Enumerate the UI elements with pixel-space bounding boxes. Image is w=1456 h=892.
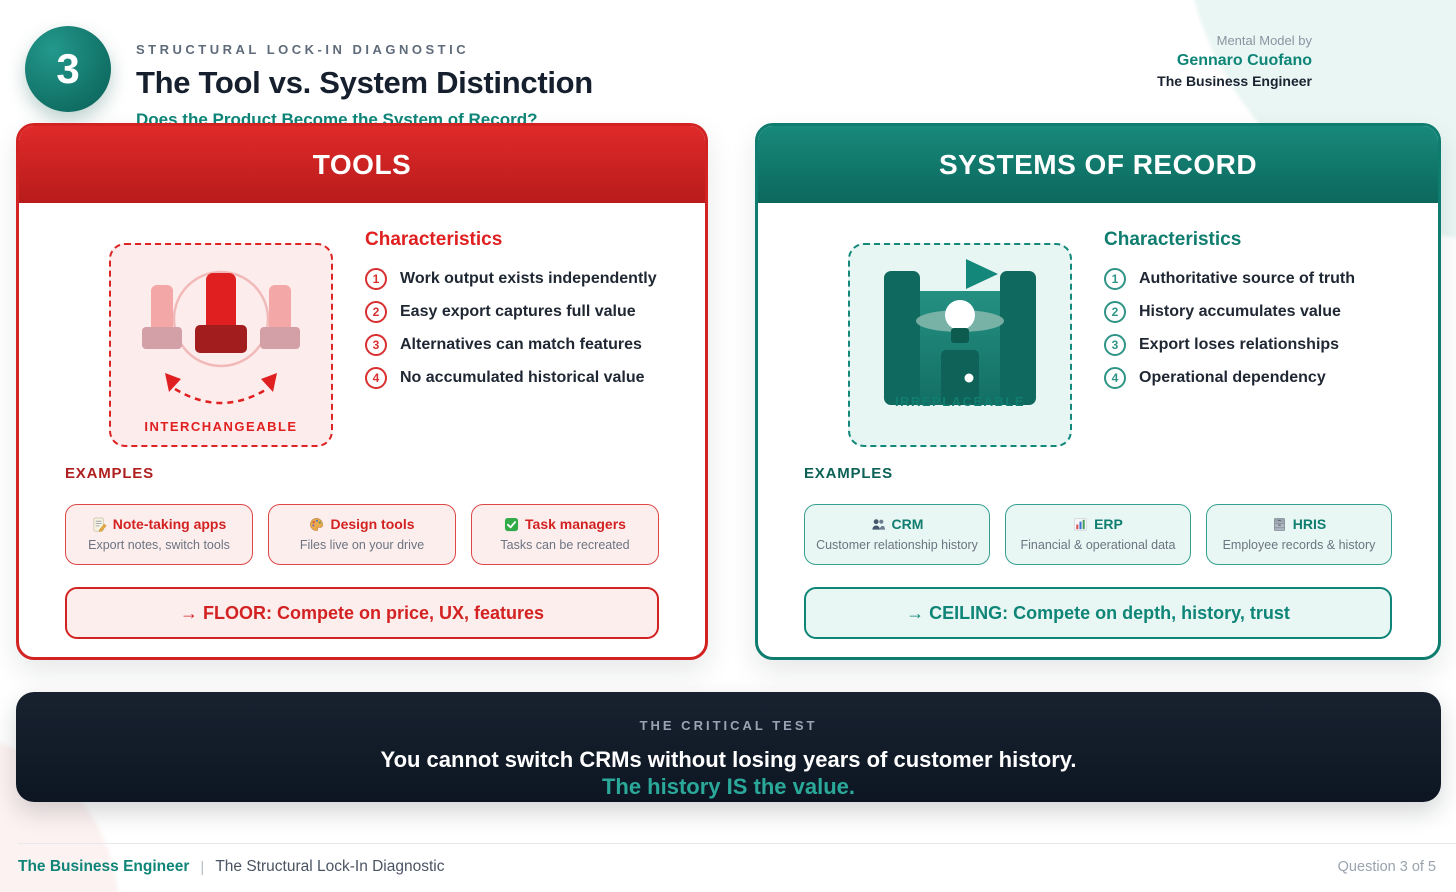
footer-page-indicator: Question 3 of 5 bbox=[1337, 859, 1436, 875]
systems-panel: SYSTEMS OF RECORD bbox=[755, 123, 1441, 660]
characteristic-text: Authoritative source of truth bbox=[1139, 270, 1356, 287]
example-name: CRM bbox=[891, 516, 924, 532]
systems-verdict-banner: → CEILING: Compete on depth, history, tr… bbox=[804, 587, 1392, 639]
example-card-erp: ERP Financial & operational data bbox=[1005, 504, 1191, 565]
byline-brand: The Business Engineer bbox=[1157, 73, 1312, 89]
example-desc: Files live on your drive bbox=[299, 538, 425, 552]
memo-icon bbox=[93, 517, 107, 532]
example-card-crm: CRM Customer relationship history bbox=[804, 504, 990, 565]
check-icon bbox=[504, 517, 519, 531]
step-number-badge: 3 bbox=[25, 26, 111, 112]
example-desc: Tasks can be recreated bbox=[500, 538, 630, 552]
number-circle: 2 bbox=[1104, 301, 1126, 323]
characteristic-item: 4 Operational dependency bbox=[1104, 367, 1355, 389]
number-circle: 4 bbox=[365, 367, 387, 389]
example-desc: Employee records & history bbox=[1222, 538, 1376, 552]
number-circle: 3 bbox=[1104, 334, 1126, 356]
example-name: HRIS bbox=[1292, 516, 1327, 532]
page-title: The Tool vs. System Distinction bbox=[136, 65, 593, 100]
page-footer: The Business Engineer | The Structural L… bbox=[18, 843, 1456, 876]
example-name: Note-taking apps bbox=[112, 516, 227, 532]
critical-test-highlight: The history IS the value. bbox=[601, 774, 856, 799]
characteristic-text: Work output exists independently bbox=[400, 270, 657, 287]
systems-examples-row: CRM Customer relationship history ERP Fi… bbox=[804, 504, 1392, 565]
example-name: Task managers bbox=[525, 516, 626, 532]
examples-heading: EXAMPLES bbox=[65, 465, 154, 482]
cabinet-icon bbox=[1273, 517, 1285, 531]
tools-panel: TOOLS INTERCHANGE bbox=[16, 123, 708, 660]
example-name: ERP bbox=[1094, 516, 1123, 532]
characteristic-text: Easy export captures full value bbox=[400, 303, 636, 320]
page-header: STRUCTURAL LOCK-IN DIAGNOSTIC The Tool v… bbox=[136, 42, 593, 130]
tools-verdict-banner: → FLOOR: Compete on price, UX, features bbox=[65, 587, 659, 639]
interchangeable-label: INTERCHANGEABLE bbox=[144, 419, 298, 434]
characteristic-item: 3 Alternatives can match features bbox=[365, 334, 657, 356]
number-circle: 1 bbox=[1104, 268, 1126, 290]
interchangeable-icon-box: INTERCHANGEABLE bbox=[109, 243, 333, 447]
characteristics-heading: Characteristics bbox=[1104, 229, 1242, 250]
characteristic-text: History accumulates value bbox=[1139, 303, 1341, 320]
number-circle: 3 bbox=[365, 334, 387, 356]
characteristics-heading: Characteristics bbox=[365, 229, 503, 250]
characteristic-item: 2 Easy export captures full value bbox=[365, 301, 657, 323]
characteristic-item: 4 No accumulated historical value bbox=[365, 367, 657, 389]
critical-test-banner: THE CRITICAL TEST You cannot switch CRMs… bbox=[16, 692, 1441, 802]
example-card-design-tools: Design tools Files live on your drive bbox=[268, 504, 456, 565]
critical-test-label: THE CRITICAL TEST bbox=[639, 718, 818, 733]
number-circle: 1 bbox=[365, 268, 387, 290]
number-circle: 4 bbox=[1104, 367, 1126, 389]
example-card-hris: HRIS Employee records & history bbox=[1206, 504, 1392, 565]
characteristic-text: Export loses relationships bbox=[1139, 336, 1340, 353]
bar-chart-icon bbox=[1074, 517, 1087, 531]
number-circle: 2 bbox=[365, 301, 387, 323]
castle-icon bbox=[884, 259, 1036, 405]
examples-heading: EXAMPLES bbox=[804, 465, 893, 482]
example-desc: Customer relationship history bbox=[816, 538, 978, 552]
irreplaceable-icon-box: IRREPLACEABLE bbox=[848, 243, 1072, 447]
byline: Mental Model by Gennaro Cuofano The Busi… bbox=[1157, 33, 1312, 89]
characteristic-item: 2 History accumulates value bbox=[1104, 301, 1355, 323]
tools-characteristics: Characteristics 1 Work output exists ind… bbox=[365, 227, 657, 389]
byline-label: Mental Model by bbox=[1216, 33, 1312, 48]
example-desc: Financial & operational data bbox=[1020, 538, 1176, 552]
characteristic-text: Alternatives can match features bbox=[400, 336, 642, 353]
characteristic-text: No accumulated historical value bbox=[400, 369, 645, 386]
footer-brand: The Business Engineer bbox=[18, 858, 190, 875]
interchangeable-tools-icon bbox=[142, 270, 300, 405]
tools-examples-row: Note-taking apps Export notes, switch to… bbox=[65, 504, 659, 565]
footer-doc-title: The Structural Lock-In Diagnostic bbox=[215, 858, 445, 875]
people-icon bbox=[871, 518, 885, 530]
systems-panel-title: SYSTEMS OF RECORD bbox=[758, 126, 1438, 203]
palette-icon bbox=[310, 517, 324, 531]
byline-author: Gennaro Cuofano bbox=[1176, 52, 1312, 69]
irreplaceable-label: IRREPLACEABLE bbox=[894, 394, 1025, 409]
example-desc: Export notes, switch tools bbox=[88, 538, 230, 552]
eyebrow-label: STRUCTURAL LOCK-IN DIAGNOSTIC bbox=[136, 42, 470, 57]
footer-separator: | bbox=[200, 858, 205, 876]
characteristic-text: Operational dependency bbox=[1139, 369, 1326, 386]
characteristic-item: 1 Authoritative source of truth bbox=[1104, 268, 1355, 290]
example-name: Design tools bbox=[330, 516, 415, 532]
tools-panel-title: TOOLS bbox=[19, 126, 705, 203]
critical-test-statement: You cannot switch CRMs without losing ye… bbox=[380, 747, 1077, 772]
example-card-note-taking: Note-taking apps Export notes, switch to… bbox=[65, 504, 253, 565]
characteristic-item: 1 Work output exists independently bbox=[365, 268, 657, 290]
characteristic-item: 3 Export loses relationships bbox=[1104, 334, 1355, 356]
example-card-task-managers: Task managers Tasks can be recreated bbox=[471, 504, 659, 565]
systems-characteristics: Characteristics 1 Authoritative source o… bbox=[1104, 227, 1355, 389]
